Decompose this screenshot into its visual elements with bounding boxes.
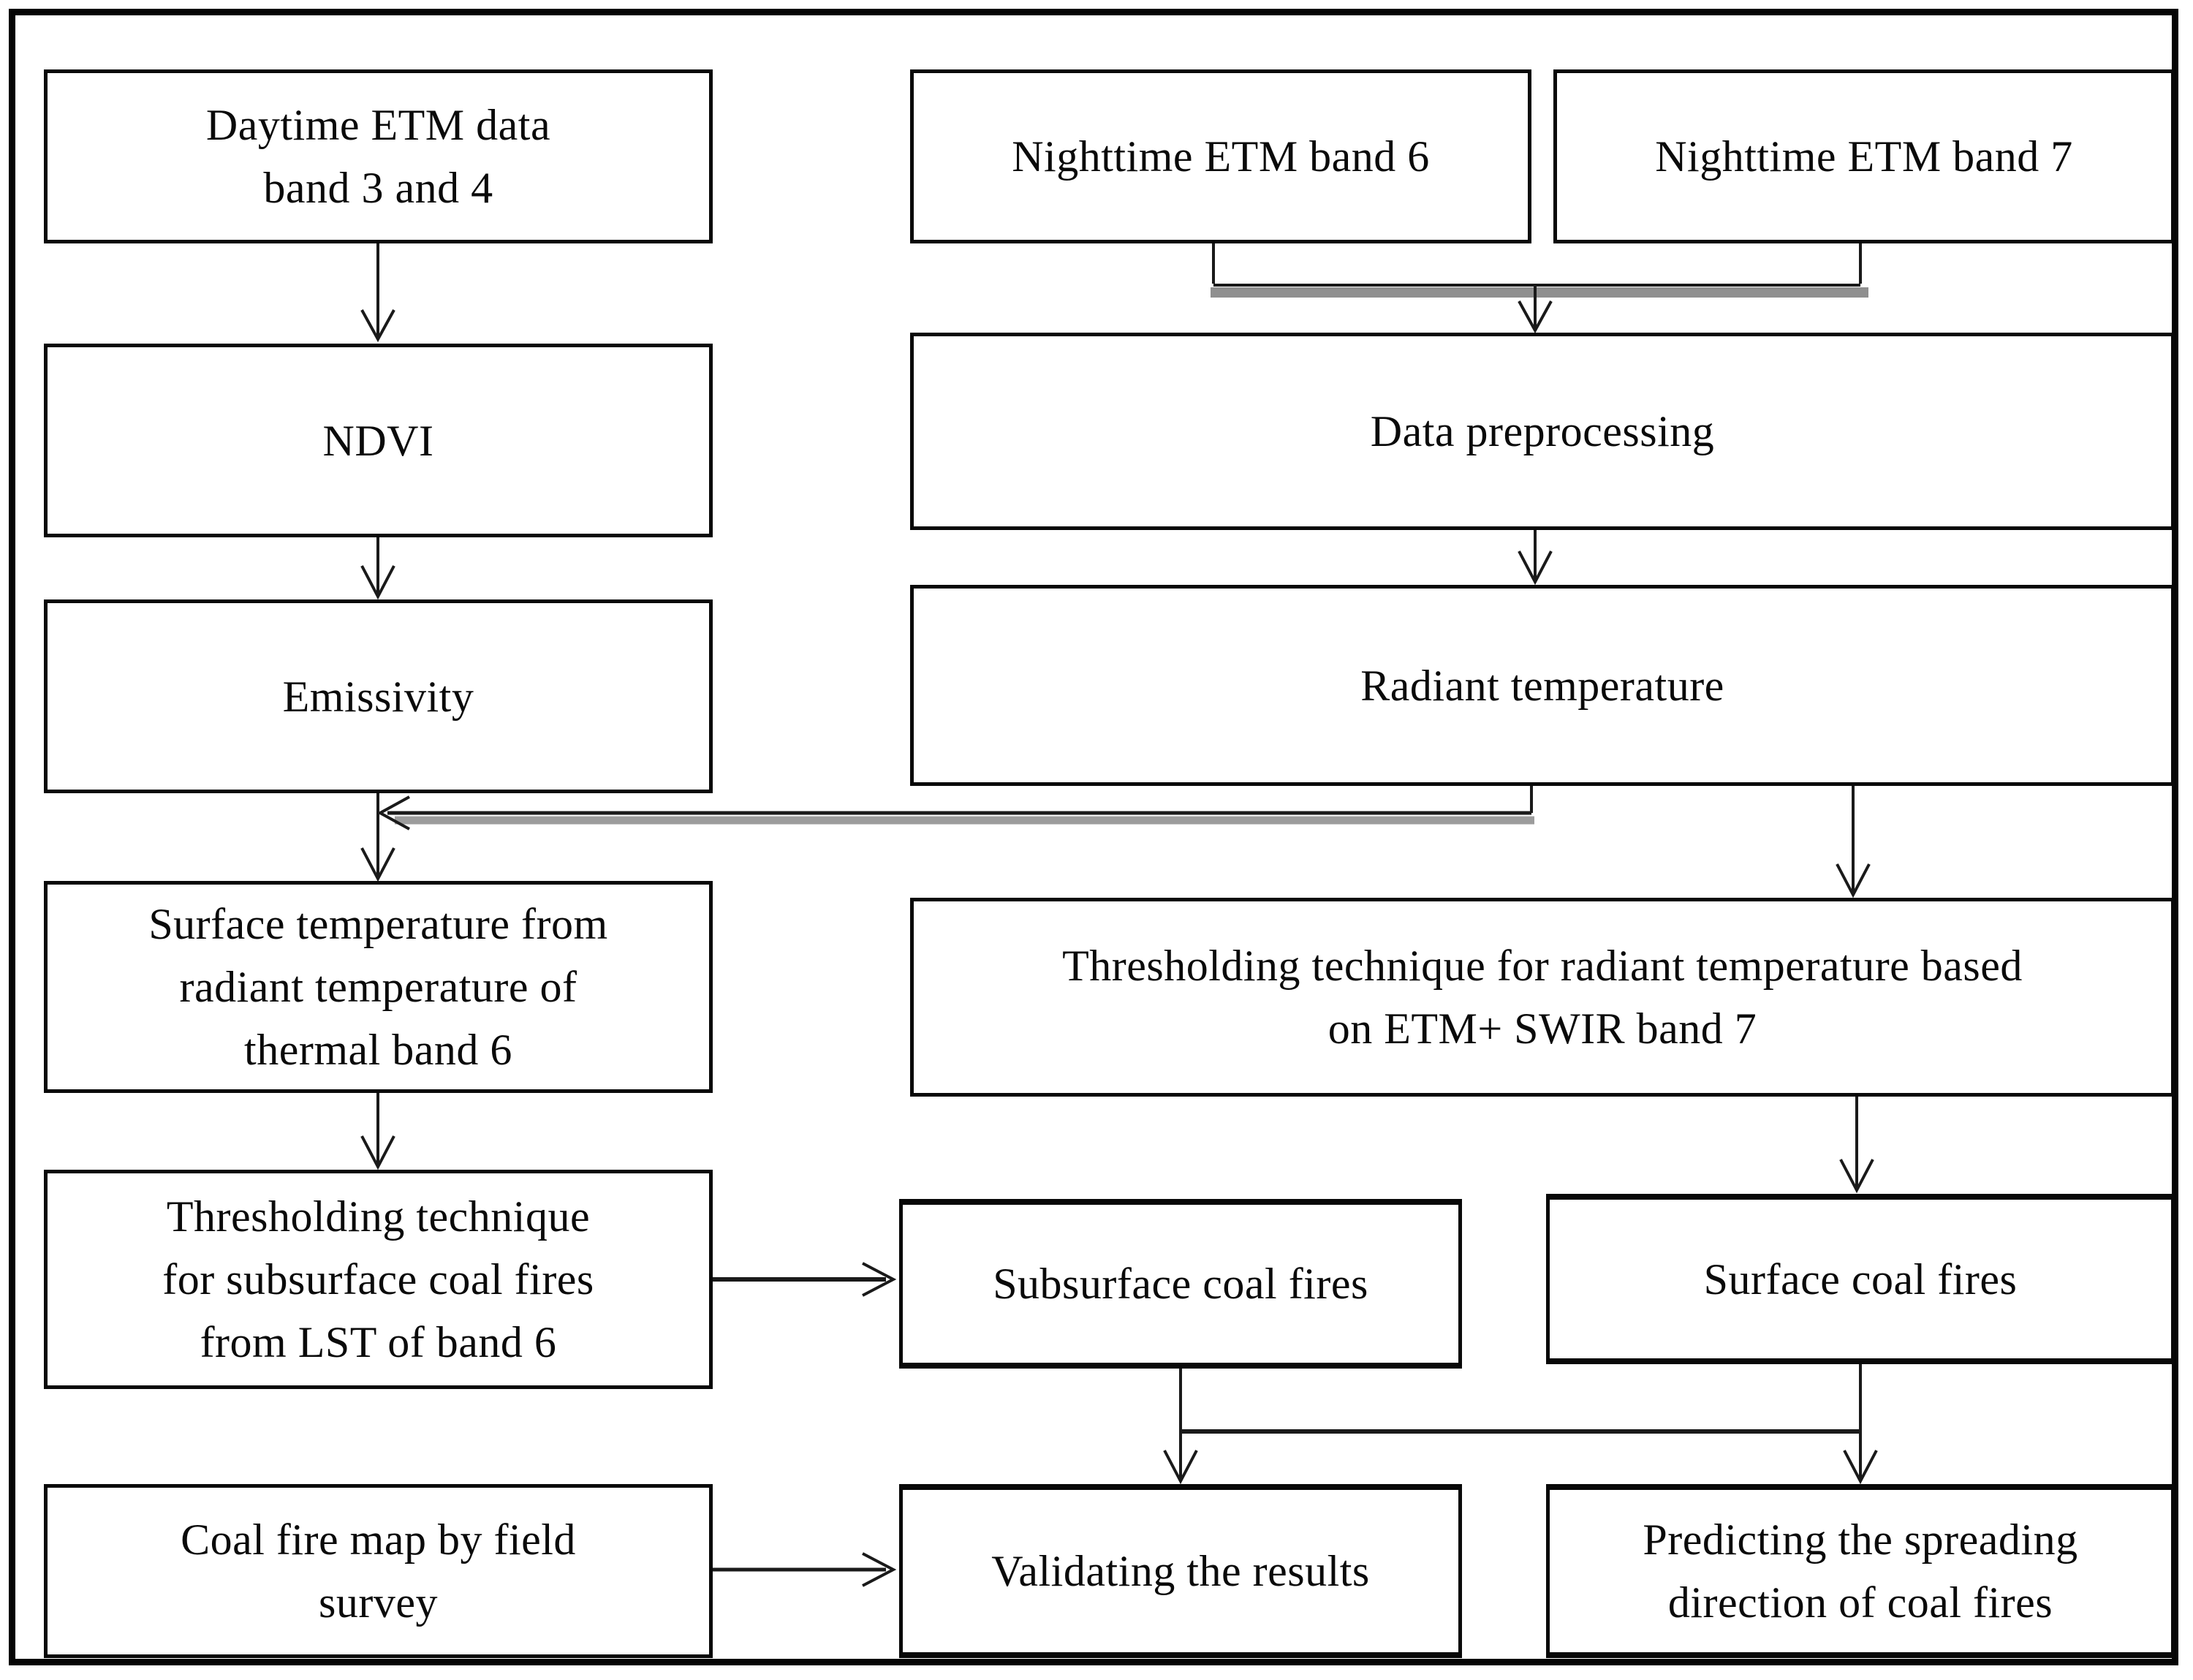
node-label: band 3 and 4	[263, 164, 493, 212]
arrow-ndvi-to-emissivity	[360, 537, 395, 600]
connector-results-junction	[1163, 1364, 1878, 1485]
node-label: Predicting the spreading	[1643, 1516, 2078, 1564]
node-label: Subsurface coal fires	[993, 1260, 1368, 1308]
node-surface-coal-fires: Surface coal fires	[1546, 1194, 2175, 1364]
node-label: Thresholding technique	[166, 1192, 591, 1241]
node-label: thermal band 6	[244, 1026, 512, 1074]
node-thresholding-radiant-temperature: Thresholding technique for radiant tempe…	[910, 898, 2175, 1097]
node-label: Radiant temperature	[1360, 661, 1724, 710]
node-label: radiant temperature of	[179, 963, 577, 1011]
node-label: Emissivity	[282, 672, 474, 721]
node-label: Nighttime ETM band 6	[1012, 132, 1430, 181]
arrow-coalmap-to-validating	[705, 1552, 897, 1587]
node-nighttime-etm-band-6: Nighttime ETM band 6	[910, 69, 1531, 243]
node-surface-temperature: Surface temperature from radiant tempera…	[44, 881, 713, 1093]
node-daytime-etm-data: Daytime ETM data band 3 and 4	[44, 69, 713, 243]
node-label: Nighttime ETM band 7	[1655, 132, 2073, 181]
node-label: direction of coal fires	[1667, 1578, 2053, 1627]
node-coal-fire-map: Coal fire map by field survey	[44, 1484, 713, 1658]
connector-radiant-to-left	[376, 786, 1534, 830]
node-label: survey	[319, 1578, 438, 1627]
node-emissivity: Emissivity	[44, 599, 713, 793]
arrow-radiant-to-threshright	[1836, 786, 1871, 898]
arrow-threshright-to-surfacecoal	[1839, 1097, 1874, 1194]
arrowhead-to-predicting	[1843, 1450, 1878, 1485]
node-label: Coal fire map by field	[181, 1516, 576, 1564]
node-label: for subsurface coal fires	[162, 1255, 594, 1303]
arrow-threshleft-to-subsurface	[705, 1262, 897, 1297]
node-label: Daytime ETM data	[205, 101, 551, 149]
arrow-surfacetemp-to-threshleft	[360, 1093, 395, 1170]
left-arrowhead	[376, 795, 410, 830]
arrow-emissivity-to-surfacetemp	[360, 793, 395, 882]
diagram-border	[9, 9, 2178, 1665]
node-nighttime-etm-band-7: Nighttime ETM band 7	[1553, 69, 2175, 243]
node-label: Surface temperature from	[148, 900, 608, 948]
arrow-dataprep-to-radiant	[1518, 530, 1553, 586]
node-subsurface-coal-fires: Subsurface coal fires	[899, 1199, 1462, 1369]
connector-night-merge	[1211, 243, 1868, 298]
node-label: Data preprocessing	[1370, 407, 1715, 455]
node-label: on ETM+ SWIR band 7	[1327, 1004, 1757, 1053]
node-label: from LST of band 6	[200, 1318, 557, 1366]
node-label: Surface coal fires	[1703, 1255, 2018, 1303]
node-predicting-spreading: Predicting the spreading direction of co…	[1546, 1484, 2175, 1658]
node-label: NDVI	[322, 416, 434, 465]
node-ndvi: NDVI	[44, 344, 713, 537]
node-thresholding-subsurface: Thresholding technique for subsurface co…	[44, 1170, 713, 1389]
arrow-merge-to-dataprep	[1518, 287, 1553, 334]
node-label: Validating the results	[991, 1547, 1370, 1595]
node-label: Thresholding technique for radiant tempe…	[1062, 942, 2023, 990]
arrow-daytime-to-ndvi	[360, 243, 395, 343]
arrowhead-to-validating	[1163, 1450, 1198, 1485]
node-radiant-temperature: Radiant temperature	[910, 585, 2175, 786]
node-validating-results: Validating the results	[899, 1484, 1462, 1658]
node-data-preprocessing: Data preprocessing	[910, 333, 2175, 530]
